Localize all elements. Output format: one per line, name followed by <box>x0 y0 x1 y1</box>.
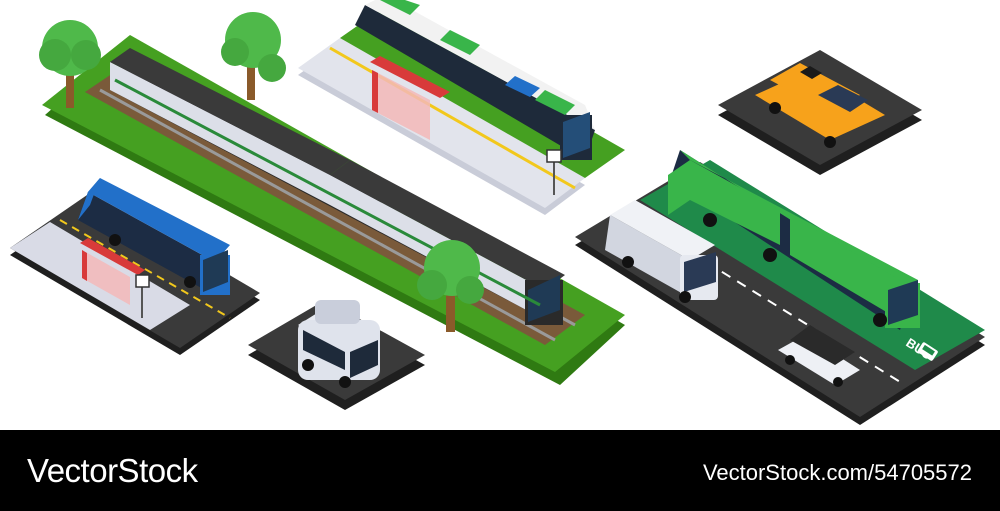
tram-shelter <box>370 56 450 140</box>
city-bus <box>78 178 230 295</box>
compact-car <box>778 325 860 387</box>
autonomous-shuttle <box>298 300 380 388</box>
road-tile <box>575 160 985 425</box>
image-id-label: VectorStock.com/54705572 <box>702 460 972 485</box>
articulated-bus <box>668 150 920 330</box>
brand-logo[interactable]: VectorStock <box>27 452 198 489</box>
bus-stop-sign-icon <box>135 274 150 318</box>
taxi-car <box>755 63 885 148</box>
delivery-van <box>605 200 718 303</box>
tram-stop-sign-icon <box>546 149 562 195</box>
tree-icon <box>221 12 286 100</box>
footer-bar: VectorStock VectorStock.com/54705572 <box>0 430 1000 511</box>
bus-lane-icon <box>917 342 938 361</box>
transport-scene: BUS <box>10 0 985 425</box>
tram <box>355 0 595 160</box>
bus-shelter <box>80 238 145 305</box>
tree-icon <box>39 20 101 108</box>
tree-icon <box>417 240 484 332</box>
